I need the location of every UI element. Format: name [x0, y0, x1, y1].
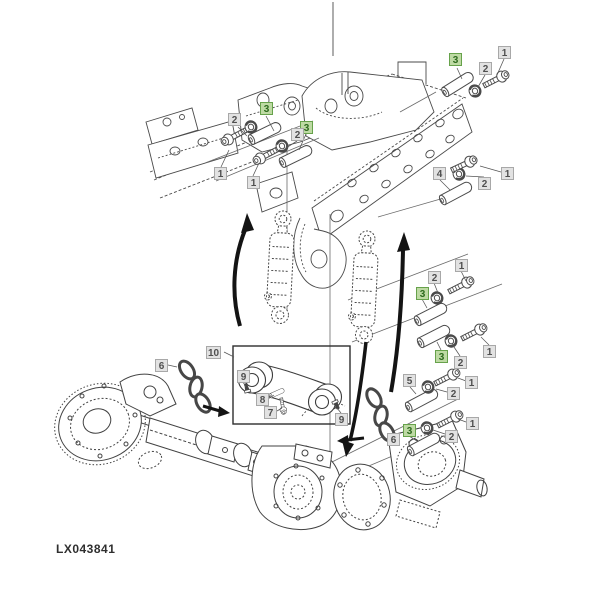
callout-leader-lines — [167, 58, 505, 442]
callout-3-highlighted[interactable]: 3 — [416, 287, 429, 300]
pointer-arrow-left-side — [202, 404, 230, 417]
callout-2[interactable]: 2 — [445, 430, 458, 443]
callout-9[interactable]: 9 — [335, 413, 348, 426]
callout-1[interactable]: 1 — [247, 176, 260, 189]
callout-1[interactable]: 1 — [465, 376, 478, 389]
callout-2[interactable]: 2 — [228, 113, 241, 126]
callout-3-highlighted[interactable]: 3 — [260, 102, 273, 115]
callout-4[interactable]: 4 — [433, 167, 446, 180]
inset-detail-box — [232, 345, 351, 425]
callout-2[interactable]: 2 — [428, 271, 441, 284]
callout-2[interactable]: 2 — [291, 128, 304, 141]
callout-2[interactable]: 2 — [478, 177, 491, 190]
callout-3-highlighted[interactable]: 3 — [403, 424, 416, 437]
pointer-arrow-right-side — [337, 435, 365, 446]
callout-8[interactable]: 8 — [256, 393, 269, 406]
curved-arrow-right — [389, 232, 410, 393]
image-code-label: LX043841 — [56, 542, 116, 556]
callout-2[interactable]: 2 — [454, 356, 467, 369]
callout-2[interactable]: 2 — [479, 62, 492, 75]
callout-1[interactable]: 1 — [501, 167, 514, 180]
front-axle-drawing — [54, 373, 488, 531]
callout-2[interactable]: 2 — [447, 387, 460, 400]
callout-6[interactable]: 6 — [387, 433, 400, 446]
callout-1[interactable]: 1 — [483, 345, 496, 358]
callout-5[interactable]: 5 — [403, 374, 416, 387]
callout-1[interactable]: 1 — [214, 167, 227, 180]
curved-arrow-left — [232, 213, 254, 327]
callout-1[interactable]: 1 — [466, 417, 479, 430]
callout-6[interactable]: 6 — [155, 359, 168, 372]
callout-10[interactable]: 10 — [206, 346, 222, 359]
callout-1[interactable]: 1 — [455, 259, 468, 272]
callout-7[interactable]: 7 — [264, 406, 277, 419]
callout-9[interactable]: 9 — [237, 370, 250, 383]
callout-3-highlighted[interactable]: 3 — [435, 350, 448, 363]
callout-3-highlighted[interactable]: 3 — [449, 53, 462, 66]
callout-1[interactable]: 1 — [498, 46, 511, 59]
